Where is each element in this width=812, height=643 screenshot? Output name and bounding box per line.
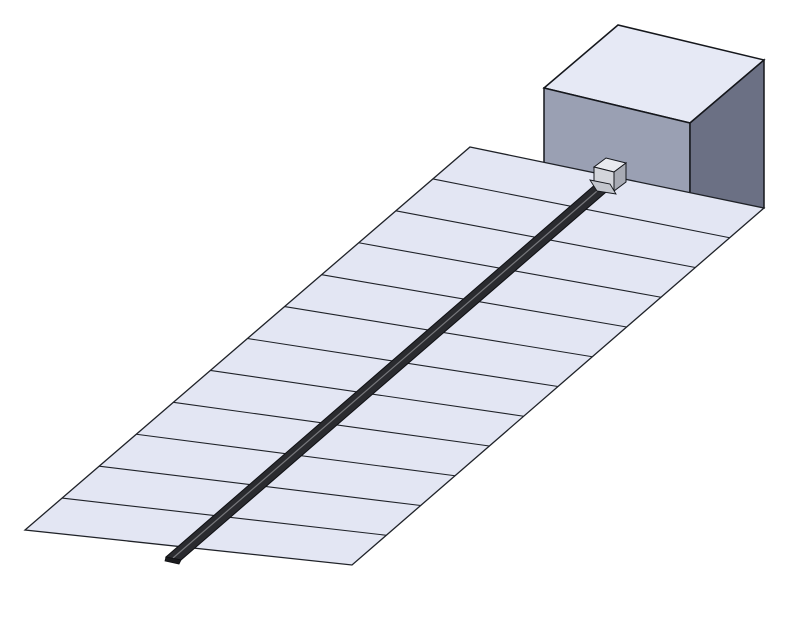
mount-block: [589, 157, 628, 195]
rail-highlight: [172, 184, 605, 559]
panel-array: [23, 146, 766, 566]
mount-clamp: [589, 179, 617, 195]
rail-end-cap: [164, 556, 182, 565]
mount-side-face: [613, 162, 627, 192]
